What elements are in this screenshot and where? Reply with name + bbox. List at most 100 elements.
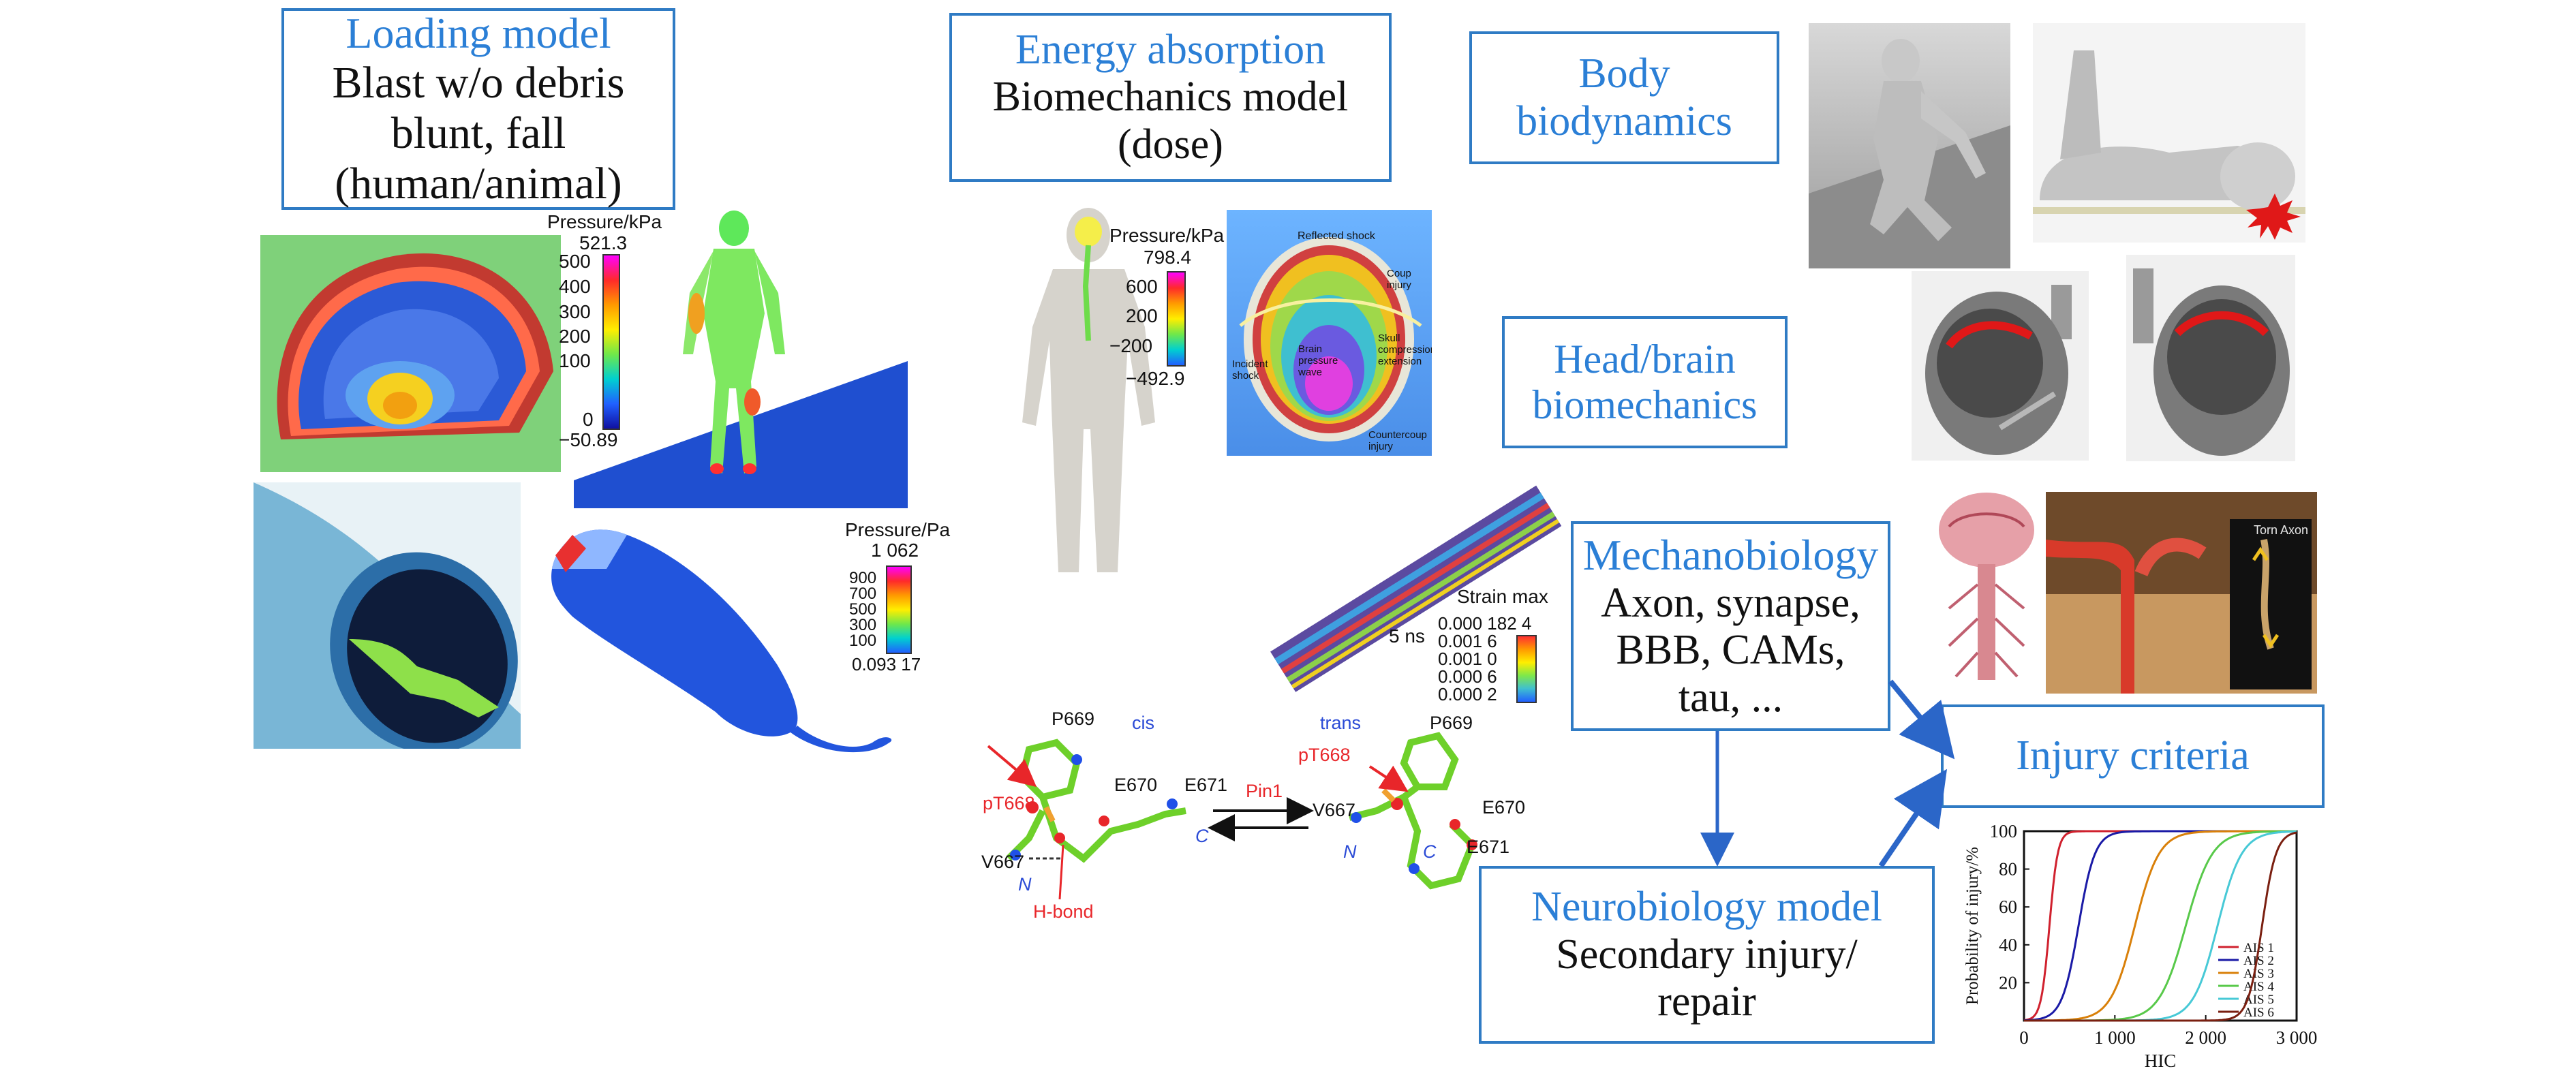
loading-model-box: Loading model Blast w/o debris blunt, fa… (281, 8, 675, 210)
mol-label: E671 (1184, 775, 1228, 795)
torn-axon-figure (2046, 519, 2317, 694)
head-impact-figure-1 (1925, 285, 2072, 455)
scale-tick: 300 (849, 616, 877, 634)
y-tick-label: 80 (1999, 859, 2017, 880)
loading-model-title: Loading model (346, 9, 611, 58)
arrow-mechano-to-injury (1888, 679, 1955, 760)
loading-model-line: blunt, fall (390, 108, 566, 158)
scale-tick: 500 (559, 251, 591, 272)
strain-colorbar (1516, 635, 1537, 703)
mechanobiology-box: Mechanobiology Axon, synapse, BBB, CAMs,… (1571, 521, 1890, 731)
scale-tick: 700 (849, 585, 877, 603)
scale-tick: 0.001 0 (1438, 649, 1497, 669)
mechanobiology-title: Mechanobiology (1582, 531, 1879, 579)
y-tick-label: 100 (1990, 821, 2018, 841)
x-tick-label: 2 000 (2185, 1027, 2226, 1048)
molecule-right (1348, 732, 1477, 890)
scale-tick: 0.000 6 (1438, 666, 1497, 687)
pressure-colorbar (602, 254, 620, 430)
scale-title: Pressure/kPa (547, 211, 662, 232)
head-brain-line: Head/brain (1554, 336, 1736, 382)
head-brain-line: biomechanics (1532, 382, 1758, 427)
mol-label: N (1343, 841, 1357, 862)
pressure-colorbar (886, 565, 912, 654)
scale-min: 0.093 17 (852, 654, 921, 674)
energy-absorption-line: Biomechanics model (992, 74, 1349, 121)
scale-tick: 100 (849, 632, 877, 650)
scale-tick: 400 (559, 276, 591, 297)
axon-bundle (1270, 485, 1562, 692)
rat-figure (551, 529, 892, 753)
enzyme-label: Pin1 (1246, 781, 1283, 801)
mol-label: E671 (1467, 837, 1510, 857)
neurobiology-line: Secondary injury/ (1556, 931, 1858, 978)
energy-absorption-box: Energy absorption Biomechanics model (do… (949, 13, 1392, 182)
body-biodynamics-line: biodynamics (1516, 97, 1732, 144)
mol-label: pT668 (1298, 745, 1351, 765)
scale-tick: 0.001 6 (1438, 631, 1497, 651)
mol-label: pT668 (983, 793, 1035, 813)
scale-tick: 0.000 2 (1438, 684, 1497, 704)
brain-label: Reflected shock (1298, 230, 1375, 242)
torn-axon-title: Torn Axon (2254, 523, 2309, 537)
y-axis-label: Probability of injury/% (1963, 847, 1982, 1005)
neurobiology-line: repair (1657, 978, 1756, 1025)
scale-tick: 0.000 182 4 (1438, 613, 1532, 634)
scale-tick: 600 (1126, 276, 1158, 297)
scale-max: 1 062 (871, 540, 919, 561)
brain-pressure-panel: Reflected shock Coup injury Skull compre… (1227, 210, 1432, 456)
x-axis-label: HIC (2145, 1051, 2177, 1071)
y-tick-label: 60 (1999, 897, 2017, 917)
neurobiology-title: Neurobiology model (1531, 884, 1882, 931)
brain-label: Brain pressure wave (1298, 343, 1338, 378)
arrow-neuro-to-injury (1878, 769, 1948, 868)
mol-label: V667 (981, 852, 1025, 872)
scale-title: Pressure/kPa (1109, 225, 1225, 246)
mol-label: trans (1320, 713, 1362, 733)
mechanobiology-line: BBB, CAMs, (1616, 627, 1845, 674)
scale-tick: 200 (1126, 305, 1158, 326)
x-tick-label: 1 000 (2094, 1027, 2136, 1048)
series-line-ais-6 (2024, 831, 2297, 1022)
energy-absorption-title: Energy absorption (1015, 26, 1326, 73)
mechanobiology-line: tau, ... (1678, 674, 1783, 721)
scale-tick: 100 (559, 350, 591, 371)
scale-max: 798.4 (1144, 247, 1192, 268)
legend-label: AIS 2 (2243, 954, 2274, 968)
shock-tube-image (254, 482, 521, 749)
pressure-colorbar (1167, 271, 1186, 367)
mol-label: E670 (1482, 797, 1526, 818)
brain-pressure-drawing (1239, 237, 1422, 441)
body-fall-image-2 (2033, 23, 2305, 243)
injury-criteria-box: Injury criteria (1941, 704, 2325, 808)
scale-tick: 900 (849, 569, 877, 587)
scale-tick: 500 (849, 600, 877, 619)
loading-model-line: (human/animal) (335, 158, 622, 208)
legend-label: AIS 4 (2243, 980, 2274, 994)
scale-title: Pressure/Pa (845, 519, 951, 540)
brain-label: Incident shock (1232, 358, 1268, 382)
scale-tick: −200 (1109, 335, 1153, 356)
body-fall-figure-1 (1809, 39, 2010, 268)
scale-title: Strain max (1457, 586, 1548, 607)
brain-label: Skull compression extension (1378, 332, 1432, 367)
x-tick-label: 3 000 (2276, 1027, 2318, 1048)
torn-axon-image: Torn Axon (2046, 492, 2317, 694)
pt668-pointer-left (987, 745, 1037, 788)
body-fall-image-1 (1809, 23, 2010, 268)
neurobiology-box: Neurobiology model Secondary injury/ rep… (1479, 866, 1935, 1044)
mol-label: C (1423, 841, 1437, 862)
x-tick-label: 0 (2019, 1027, 2029, 1048)
y-tick-label: 20 (1999, 972, 2017, 993)
y-tick-label: 40 (1999, 935, 2017, 955)
molecule-arrows (987, 745, 1409, 900)
body-biodynamics-box: Body biodynamics (1469, 31, 1779, 164)
pt668-pointer-right (1368, 765, 1409, 792)
brain-spinal-illustration (1939, 493, 2034, 680)
legend-label: AIS 5 (2243, 993, 2274, 1007)
shock-tube-drawing (254, 482, 521, 749)
scale-min: −50.89 (559, 429, 618, 450)
injury-criteria-title: Injury criteria (2016, 732, 2250, 779)
